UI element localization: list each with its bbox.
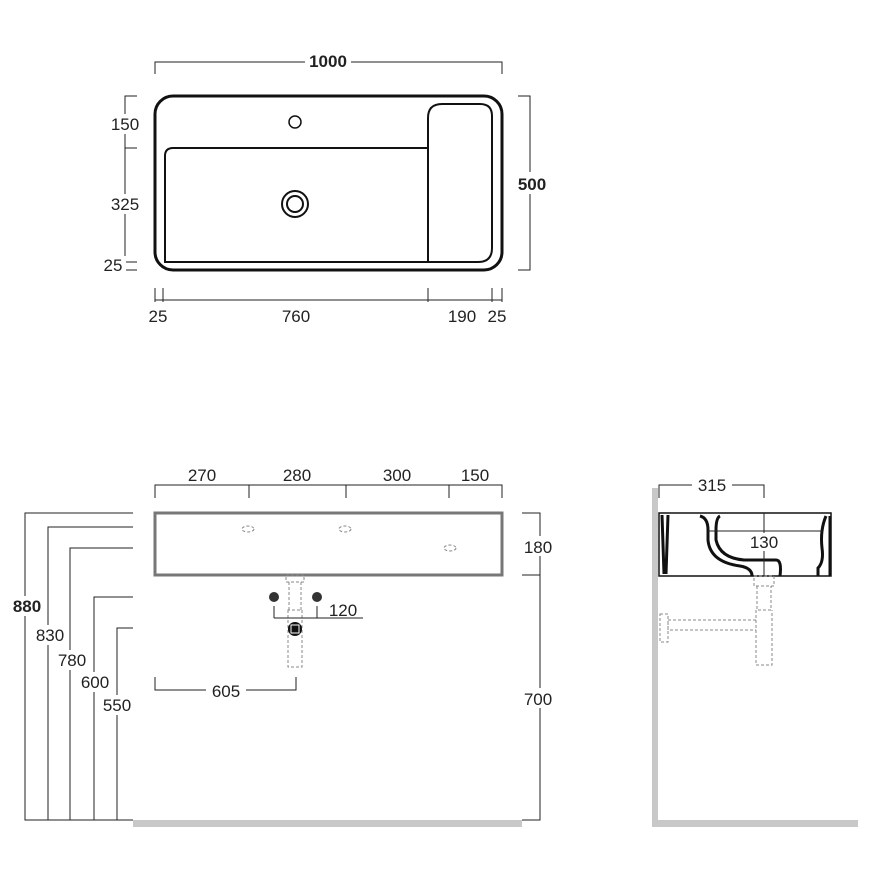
below-height-label: 700	[524, 690, 552, 709]
basin-outline	[153, 94, 504, 272]
depth-label: 500	[518, 175, 546, 194]
basin-height-label: 180	[524, 538, 552, 557]
basin-bowl	[164, 147, 429, 263]
height-label: 600	[81, 673, 109, 692]
side-shelf	[427, 103, 493, 263]
height-label: 550	[103, 696, 131, 715]
drain-offset-label: 605	[212, 682, 240, 701]
drain-inner	[286, 195, 304, 213]
height-dimension-lines	[24, 512, 133, 821]
bowl-depth-label: 130	[750, 533, 778, 552]
top-dim-label: 150	[461, 466, 489, 485]
valve-spacing-label: 120	[329, 601, 357, 620]
left-dim-label: 25	[104, 256, 123, 275]
bottom-dim-label: 25	[488, 307, 507, 326]
width-label: 1000	[309, 52, 347, 71]
valve-icon	[312, 592, 322, 602]
top-view: 1000 500 150 325 25 25 760 190 25	[100, 50, 550, 326]
left-dim-label: 325	[111, 195, 139, 214]
left-dimension-line	[124, 95, 137, 271]
bottom-dim-label: 190	[448, 307, 476, 326]
top-dim-label: 280	[283, 466, 311, 485]
side-view: 315 130	[652, 474, 858, 827]
bottom-dim-label: 25	[149, 307, 168, 326]
height-label: 880	[13, 597, 41, 616]
top-dim-label: 270	[188, 466, 216, 485]
floor	[133, 820, 522, 827]
top-dimension-line	[154, 484, 503, 498]
hole-hidden	[338, 525, 352, 533]
bowl-section	[699, 514, 782, 577]
wall	[652, 488, 658, 827]
right-dimension-line	[522, 512, 541, 821]
trap-hidden	[285, 574, 305, 668]
drain-outer	[281, 190, 309, 218]
basin-front	[153, 511, 504, 577]
height-label: 780	[58, 651, 86, 670]
bottom-dimension-line	[154, 288, 503, 302]
valve-icon	[269, 592, 279, 602]
left-dim-label: 150	[111, 115, 139, 134]
side-depth-label: 315	[698, 476, 726, 495]
tap-hole	[288, 115, 302, 129]
height-label: 830	[36, 626, 64, 645]
floor	[652, 820, 858, 827]
top-dim-label: 300	[383, 466, 411, 485]
valve-dimension-line	[273, 606, 363, 619]
front-view: 270 280 300 150 180 700 120 605 880 830 …	[6, 466, 558, 827]
bottom-dim-label: 760	[282, 307, 310, 326]
hole-hidden	[443, 544, 457, 552]
trap-hidden	[659, 575, 775, 666]
hole-hidden	[241, 525, 255, 533]
